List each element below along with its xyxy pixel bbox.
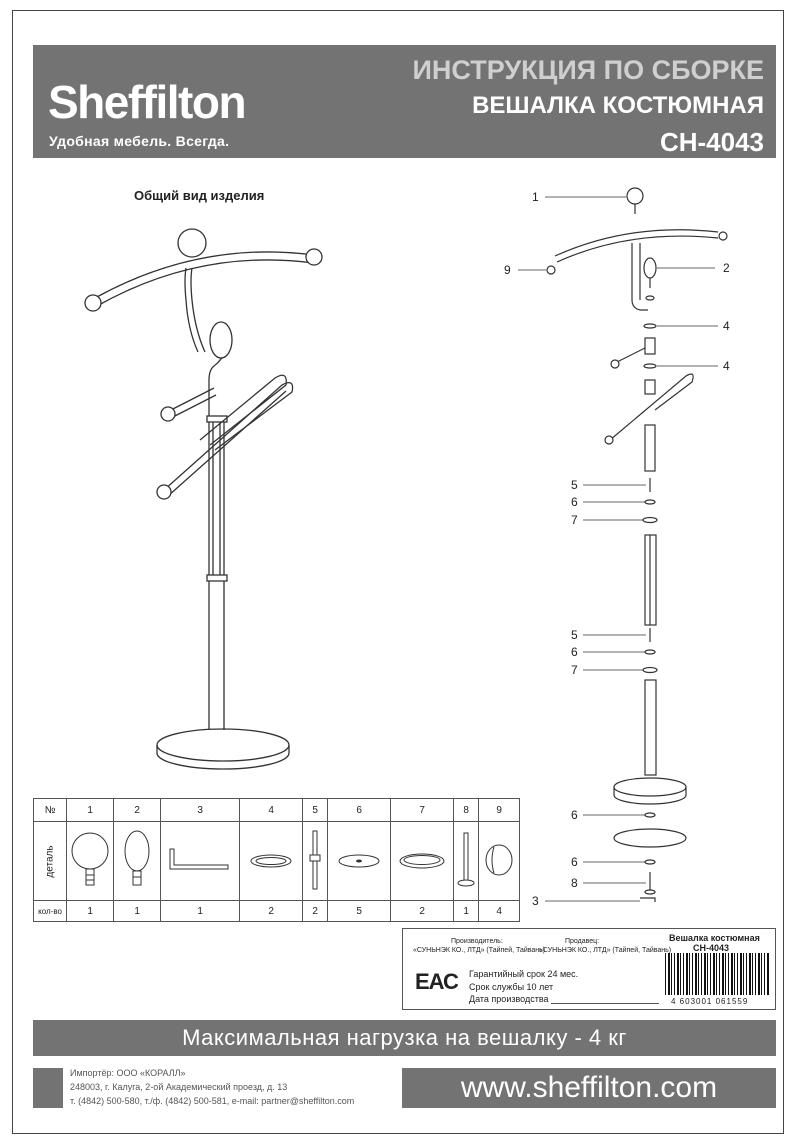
parts-table: № 1 2 3 4 5 6 7 8 9 деталь кол-во 1 1 1 …	[32, 798, 521, 922]
callout-9: 9	[504, 263, 511, 277]
manufacturer-label: Производитель:	[451, 938, 503, 945]
page-frame	[12, 10, 784, 1134]
label-title: Вешалка костюмная	[669, 933, 760, 943]
general-view-label: Общий вид изделия	[134, 188, 265, 203]
exploded-view-drawing	[546, 187, 728, 902]
barcode-icon	[665, 953, 769, 995]
part-number: 5	[302, 798, 329, 822]
part-qty: 4	[478, 900, 521, 922]
callout-leaders	[518, 196, 718, 902]
seller-label: Продавец:	[565, 938, 600, 945]
part-qty: 2	[390, 900, 455, 922]
callout-6b: 6	[571, 645, 578, 659]
part-9-image	[478, 821, 521, 901]
callout-7b: 7	[571, 663, 578, 677]
brand-logo: Sheffilton	[48, 76, 247, 128]
part-number: 3	[160, 798, 241, 822]
product-name: ВЕШАЛКА КОСТЮМНАЯ	[472, 92, 764, 119]
label-model: СН-4043	[693, 943, 730, 953]
part-number: 1	[66, 798, 115, 822]
callout-2: 2	[723, 261, 730, 275]
callout-numbers: 1 9 2 4 4 5 6 7 5 6 7 6 6 8 3	[504, 190, 730, 908]
callout-6c: 6	[571, 808, 578, 822]
callout-4b: 4	[723, 359, 730, 373]
row-label-qty: кол-во	[32, 900, 68, 922]
eac-mark: ЕАС	[415, 969, 459, 994]
part-number: 7	[390, 798, 455, 822]
warranty-text: Гарантийный срок 24 мес.	[469, 969, 579, 979]
importer-block-icon	[33, 1068, 63, 1108]
max-load-banner: Максимальная нагрузка на вешалку - 4 кг	[33, 1020, 776, 1056]
part-2-image	[113, 821, 162, 901]
part-3-image	[160, 821, 241, 901]
callout-6d: 6	[571, 855, 578, 869]
product-label: Вешалка костюмная СН-4043 Производитель:…	[402, 928, 776, 1010]
product-model: СН-4043	[659, 127, 764, 157]
part-qty: 1	[66, 900, 115, 922]
callout-6a: 6	[571, 495, 578, 509]
part-7-image	[390, 821, 455, 901]
callout-5a: 5	[571, 478, 578, 492]
part-6-image	[327, 821, 392, 901]
callout-4a: 4	[723, 319, 730, 333]
part-8-image	[453, 821, 480, 901]
importer-address: 248003, г. Калуга, 2-ой Академический пр…	[70, 1082, 288, 1092]
part-qty: 1	[113, 900, 162, 922]
part-number: 8	[453, 798, 480, 822]
general-view-drawing	[84, 228, 323, 770]
doc-title: ИНСТРУКЦИЯ ПО СБОРКЕ	[412, 55, 764, 85]
part-qty: 1	[160, 900, 241, 922]
col-header: №	[32, 798, 68, 822]
production-date-line	[551, 1003, 659, 1004]
callout-5b: 5	[571, 628, 578, 642]
importer-contacts: т. (4842) 500-580, т./ф. (4842) 500-581,…	[70, 1096, 355, 1106]
part-number: 4	[239, 798, 304, 822]
manufacturer-name: «СУНЬНЭК КО., ЛТД» (Тайпей, Тайвань)	[413, 947, 546, 954]
part-5-image	[302, 821, 329, 901]
part-qty: 2	[302, 900, 329, 922]
callout-3: 3	[532, 894, 539, 908]
importer-name: Импортёр: ООО «КОРАЛЛ»	[70, 1068, 186, 1078]
part-qty: 2	[239, 900, 304, 922]
header-banner: Sheffilton Удобная мебель. Всегда. ИНСТР…	[33, 45, 776, 158]
website-link[interactable]: www.sheffilton.com	[402, 1068, 776, 1108]
production-date-text: Дата производства	[469, 994, 549, 1004]
part-number: 2	[113, 798, 162, 822]
service-life-text: Срок службы 10 лет	[469, 982, 554, 992]
brand-tagline: Удобная мебель. Всегда.	[49, 133, 230, 149]
callout-1: 1	[532, 190, 539, 204]
part-number: 6	[327, 798, 392, 822]
part-4-image	[239, 821, 304, 901]
part-1-image	[66, 821, 115, 901]
callout-7a: 7	[571, 513, 578, 527]
row-label-part: деталь	[32, 821, 68, 901]
barcode-number: 4 603001 061559	[671, 997, 749, 1006]
part-number: 9	[478, 798, 521, 822]
part-qty: 1	[453, 900, 480, 922]
part-qty: 5	[327, 900, 392, 922]
callout-8: 8	[571, 876, 578, 890]
seller-name: «СУНЬНЭК КО., ЛТД» (Тайпей, Тайвань)	[539, 947, 672, 954]
